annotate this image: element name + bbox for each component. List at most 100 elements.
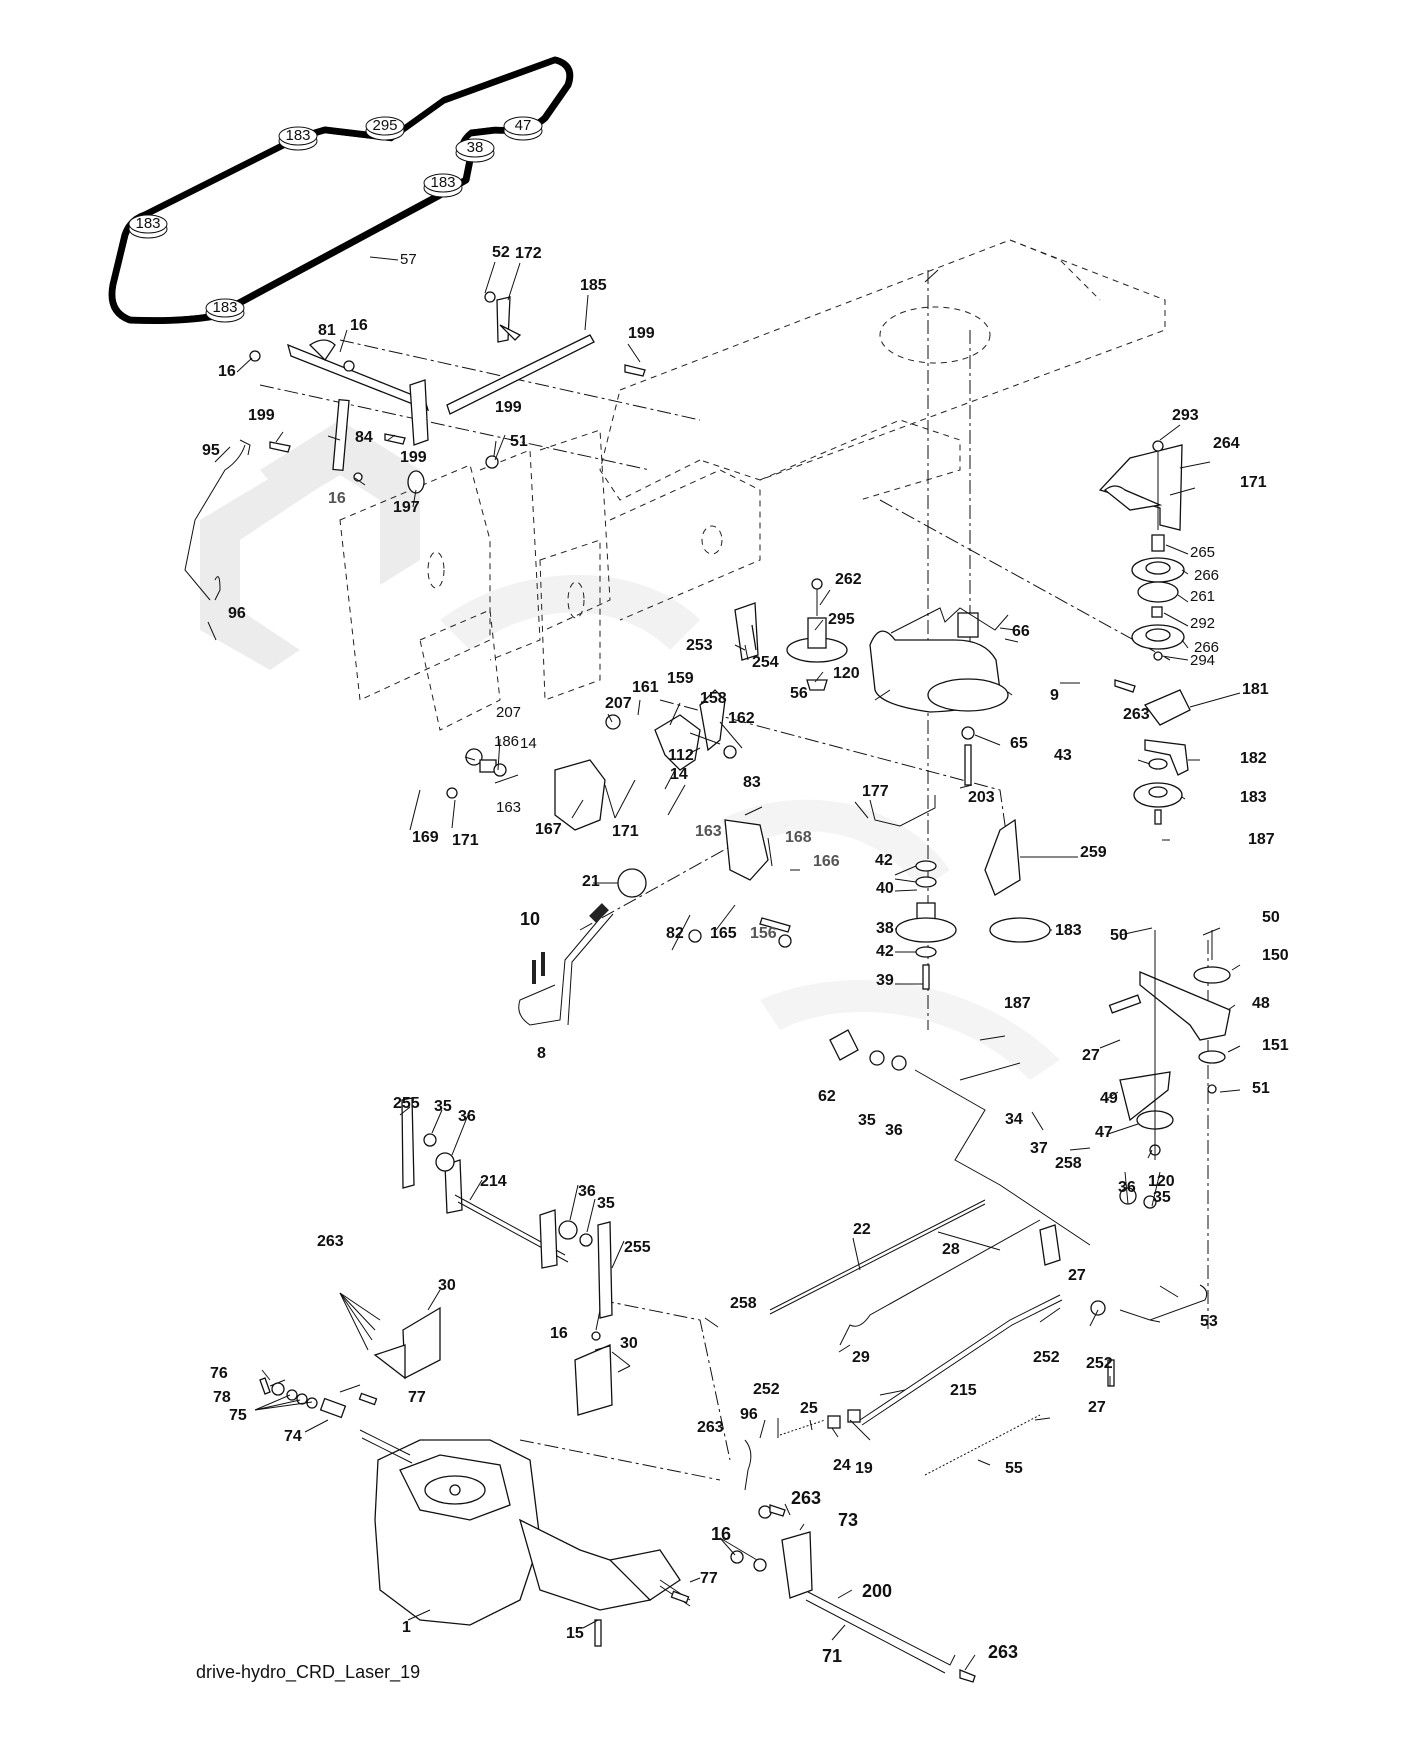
callout-172: 172: [515, 245, 542, 262]
callout-95: 95: [202, 442, 220, 459]
callout-77: 77: [408, 1389, 426, 1406]
callout-53: 53: [1200, 1313, 1218, 1330]
callout-78: 78: [213, 1389, 231, 1406]
callout-263: 263: [697, 1419, 724, 1436]
drive-rods: [769, 1029, 1157, 1426]
callout-71: 71: [822, 1646, 842, 1666]
callout-16: 16: [550, 1325, 568, 1342]
callout-187: 187: [1004, 995, 1031, 1012]
idler-assembly-right: [1098, 440, 1191, 825]
callout-199: 199: [628, 325, 655, 342]
lift-linkage: [184, 291, 646, 601]
diagram-caption: drive-hydro_CRD_Laser_19: [196, 1662, 421, 1682]
callout-261: 261: [1190, 588, 1215, 605]
callout-30: 30: [620, 1335, 638, 1352]
callout-52: 52: [492, 244, 510, 261]
callout-43: 43: [1054, 747, 1072, 764]
callout-10: 10: [520, 909, 540, 929]
callout-183: 183: [1240, 789, 1267, 806]
callout-35: 35: [1153, 1189, 1171, 1206]
callout-36: 36: [458, 1108, 476, 1125]
callout-183: 183: [1055, 922, 1082, 939]
belt-pulley-tag-label: 38: [467, 139, 484, 156]
callout-27: 27: [1068, 1267, 1086, 1284]
drive-belt: [108, 56, 574, 324]
callout-156: 156: [750, 925, 777, 942]
belt-pulley-tag: 295: [365, 116, 405, 141]
callout-74: 74: [284, 1428, 302, 1445]
callout-258: 258: [1055, 1155, 1082, 1172]
leader-57: [369, 256, 399, 261]
springs-and-brake-arm: [730, 1409, 1041, 1683]
callout-30: 30: [438, 1277, 456, 1294]
callout-47: 47: [1095, 1124, 1113, 1141]
callout-21: 21: [582, 873, 600, 890]
belt-pulley-tag: 47: [503, 116, 543, 141]
callout-252: 252: [1033, 1349, 1060, 1366]
shift-lever: [518, 868, 647, 1026]
callout-42: 42: [876, 943, 894, 960]
callout-24: 24: [833, 1457, 851, 1474]
callout-199: 199: [400, 449, 427, 466]
callout-162: 162: [728, 710, 755, 727]
callout-96: 96: [740, 1406, 758, 1423]
callout-263: 263: [1123, 706, 1150, 723]
callout-27: 27: [1082, 1047, 1100, 1064]
callout-158: 158: [700, 690, 727, 707]
callout-171: 171: [612, 823, 639, 840]
callout-40: 40: [876, 880, 894, 897]
callout-264: 264: [1213, 435, 1240, 452]
callout-197: 197: [393, 499, 420, 516]
callout-262: 262: [835, 571, 862, 588]
callout-265: 265: [1190, 544, 1215, 561]
callout-16: 16: [328, 490, 346, 507]
callout-96: 96: [228, 605, 246, 622]
right-rod-assembly: [1108, 930, 1231, 1321]
callout-16: 16: [711, 1524, 731, 1544]
center-pulley-stack: [869, 795, 1051, 990]
callout-177: 177: [862, 783, 889, 800]
callout-266: 266: [1194, 567, 1219, 584]
callout-171: 171: [452, 832, 479, 849]
callout-159: 159: [667, 670, 694, 687]
belt-pulley-tag: 183: [205, 298, 245, 323]
callout-120: 120: [833, 665, 860, 682]
callout-14: 14: [520, 735, 537, 752]
callout-81: 81: [318, 322, 336, 339]
callout-42: 42: [875, 852, 893, 869]
callout-49: 49: [1100, 1090, 1118, 1107]
callout-263: 263: [317, 1233, 344, 1250]
callout-50: 50: [1110, 927, 1128, 944]
callout-151: 151: [1262, 1037, 1289, 1054]
callout-35: 35: [858, 1112, 876, 1129]
callout-187: 187: [1248, 831, 1275, 848]
belt-pulley-tag-label: 295: [372, 117, 397, 134]
callout-36: 36: [1118, 1179, 1136, 1196]
callout-15: 15: [566, 1625, 584, 1642]
callout-36: 36: [885, 1122, 903, 1139]
callout-120: 120: [1148, 1173, 1175, 1190]
callout-56: 56: [790, 685, 808, 702]
belt-pulley-tag: 183: [423, 173, 463, 198]
callout-200: 200: [862, 1581, 892, 1601]
callout-252: 252: [753, 1381, 780, 1398]
callout-57: 57: [400, 251, 417, 268]
callout-51: 51: [510, 433, 528, 450]
callout-62: 62: [818, 1088, 836, 1105]
callout-292: 292: [1190, 615, 1215, 632]
callout-215: 215: [950, 1382, 977, 1399]
callout-199: 199: [495, 399, 522, 416]
callout-36: 36: [578, 1183, 596, 1200]
center-pulleys: [734, 578, 1009, 786]
belt-pulley-tag: 183: [278, 126, 318, 151]
belt-pulley-tag-label: 183: [135, 215, 160, 232]
callout-19: 19: [855, 1460, 873, 1477]
callout-73: 73: [838, 1510, 858, 1530]
belt-pulley-tag-label: 183: [285, 127, 310, 144]
callout-83: 83: [743, 774, 761, 791]
callout-199: 199: [248, 407, 275, 424]
brake-linkage-brackets: [446, 689, 792, 948]
callout-185: 185: [580, 277, 607, 294]
